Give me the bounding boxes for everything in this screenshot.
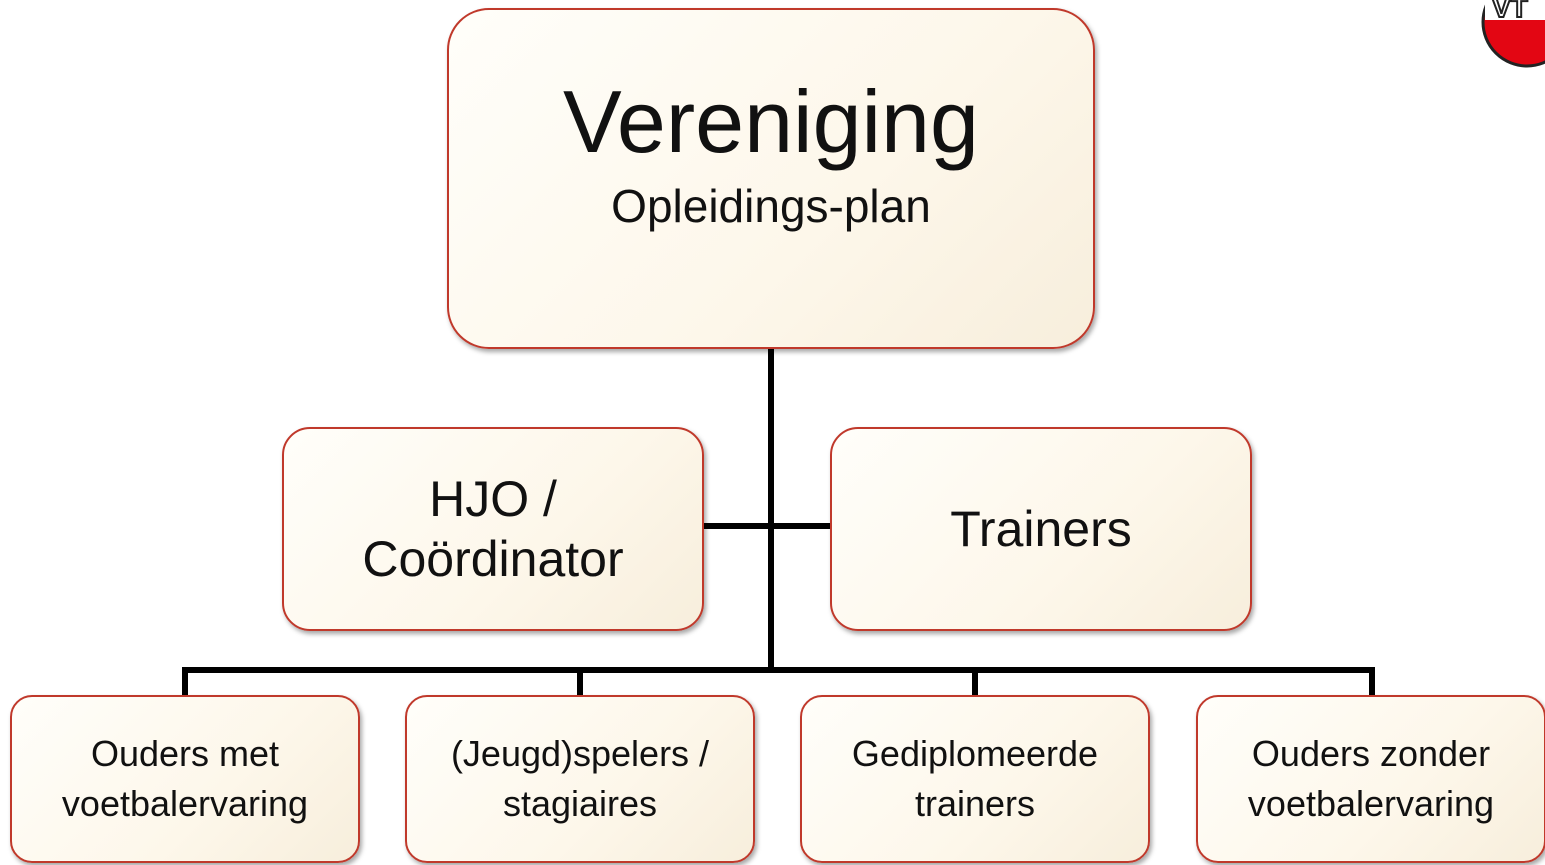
node-jeugdspelers-stagiaires: (Jeugd)spelers / stagiaires xyxy=(405,695,755,863)
node-gediplomeerde-trainers: Gediplomeerde trainers xyxy=(800,695,1150,863)
node-label-line2: trainers xyxy=(914,783,1036,824)
vtl-logo-icon: VT xyxy=(1481,0,1545,68)
node-subtitle: Opleidings-plan xyxy=(611,180,931,232)
connector-middle-bar xyxy=(704,523,830,529)
node-label-line2: voetbalervaring xyxy=(61,783,309,824)
connector-trunk xyxy=(768,349,774,670)
node-trainers: Trainers xyxy=(830,427,1252,631)
logo-text: VT xyxy=(1492,0,1528,23)
connector-drop-4 xyxy=(1369,667,1375,697)
node-label-line1: (Jeugd)spelers / xyxy=(450,733,710,774)
node-label-line1: Gediplomeerde xyxy=(851,733,1099,774)
node-label-line1: HJO / xyxy=(429,471,557,527)
connector-bottom-bar xyxy=(182,667,1375,673)
node-label-line2: stagiaires xyxy=(502,783,658,824)
node-label-line2: voetbalervaring xyxy=(1247,783,1495,824)
node-ouders-zonder-voetbalervaring: Ouders zonder voetbalervaring xyxy=(1196,695,1545,863)
node-title: Vereniging xyxy=(563,72,979,171)
connector-drop-2 xyxy=(577,667,583,697)
node-hjo-coordinator: HJO / Coördinator xyxy=(282,427,704,631)
node-vereniging: Vereniging Opleidings-plan xyxy=(447,8,1095,349)
node-ouders-met-voetbalervaring: Ouders met voetbalervaring xyxy=(10,695,360,863)
connector-drop-1 xyxy=(182,667,188,697)
node-label-line2: Coördinator xyxy=(362,531,624,587)
connector-drop-3 xyxy=(972,667,978,697)
node-label-line1: Ouders met xyxy=(90,733,280,774)
node-label-line1: Ouders zonder xyxy=(1251,733,1491,774)
node-label-line1: Trainers xyxy=(950,501,1132,557)
